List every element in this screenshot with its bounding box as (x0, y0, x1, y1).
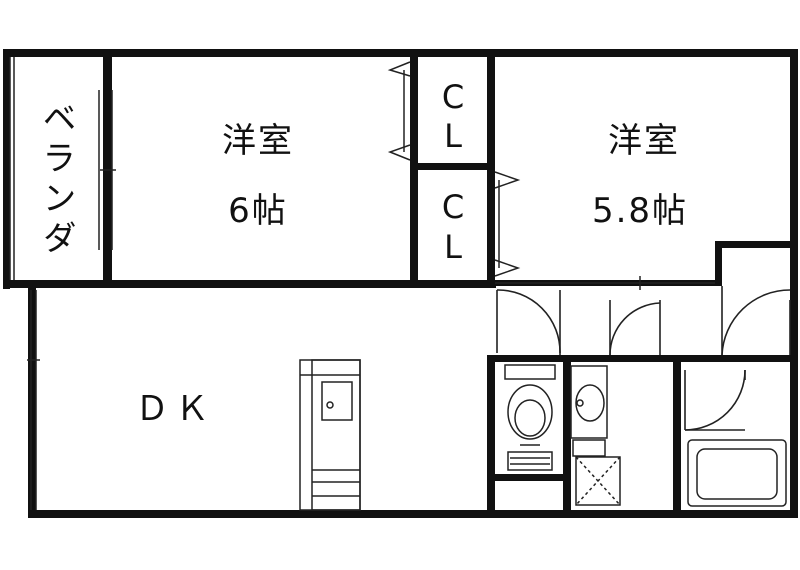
closet-2-line-1: C (442, 188, 464, 226)
window-lines (9, 57, 715, 510)
kitchen-sink-icon (321, 381, 353, 421)
western-room-1-size: 6帖 (228, 191, 288, 231)
western-room-2-name: 洋室 (608, 121, 680, 161)
kitchen-counter (299, 359, 361, 511)
washbasin-icon (570, 365, 608, 457)
western-room-2-size: 5.8帖 (592, 191, 688, 231)
exterior-walls (3, 49, 798, 518)
closet-door-marks (387, 61, 521, 277)
shower-drain-icon (575, 456, 621, 506)
closet-1-line-1: C (442, 78, 464, 116)
dining-kitchen-label: ＤＫ (135, 389, 215, 429)
bathtub-icon (687, 439, 787, 507)
door-swing-icon (496, 286, 791, 431)
western-room-1-name: 洋室 (222, 121, 294, 161)
toilet-icon (504, 364, 556, 471)
veranda-label-text: ベランダ (36, 100, 76, 260)
closet-1-line-2: L (444, 117, 462, 155)
closet-2-line-2: L (444, 228, 462, 266)
